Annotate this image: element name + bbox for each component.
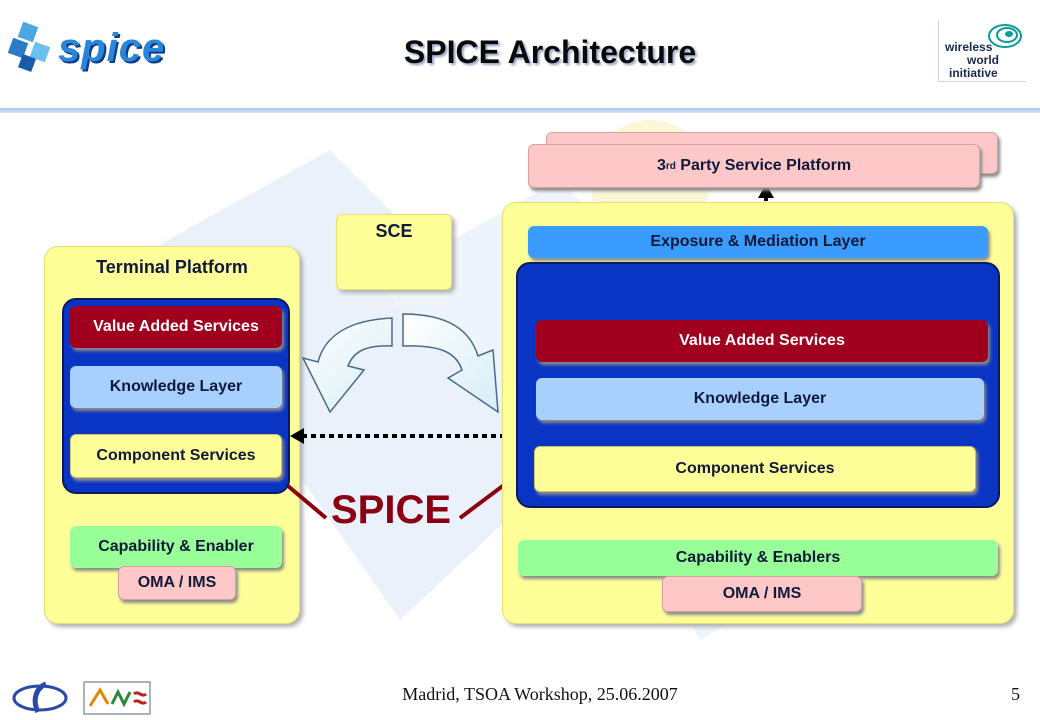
header-rule bbox=[0, 108, 1040, 113]
curved-arrow-left bbox=[301, 317, 393, 414]
curved-arrow-right bbox=[402, 313, 499, 414]
spice-pointer-left bbox=[286, 484, 328, 520]
spice-logo-icon bbox=[8, 22, 51, 72]
footer-logos bbox=[12, 681, 151, 715]
spice-logo-text: spice bbox=[58, 26, 166, 70]
exposure-arrowhead-up bbox=[758, 184, 774, 198]
terminal-platform-title: Terminal Platform bbox=[96, 256, 248, 277]
page-number: 5 bbox=[1011, 684, 1020, 704]
sce-label: SCE bbox=[375, 220, 413, 241]
sce-box bbox=[336, 214, 452, 290]
spice-logo: spice bbox=[8, 22, 198, 76]
third-party-num: 3 bbox=[656, 157, 666, 174]
wireless-world-line-2: world bbox=[967, 53, 999, 67]
terminal-oma-ims: OMA / IMS bbox=[118, 566, 236, 600]
network-knowledge-layer: Knowledge Layer bbox=[536, 378, 984, 420]
exposure-mediation-layer: Exposure & Mediation Layer bbox=[528, 226, 988, 258]
network-oma-ims: OMA / IMS bbox=[662, 576, 862, 612]
network-value-added-services: Value Added Services bbox=[536, 320, 988, 362]
footer-chart-icon bbox=[83, 681, 151, 715]
terminal-component-services: Component Services bbox=[70, 434, 282, 478]
footer-logo-icon bbox=[12, 681, 68, 714]
terminal-value-added-services: Value Added Services bbox=[70, 306, 282, 348]
third-party-sup: rd bbox=[665, 160, 676, 172]
network-component-services: Component Services bbox=[534, 446, 976, 492]
link-arrowhead-left bbox=[290, 428, 304, 444]
wireless-world-line-1: wireless bbox=[945, 40, 993, 54]
footer-text: Madrid, TSOA Workshop, 25.06.2007 bbox=[402, 684, 678, 704]
terminal-knowledge-layer: Knowledge Layer bbox=[70, 366, 282, 408]
network-capability-enablers: Capability & Enablers bbox=[518, 540, 998, 576]
wireless-world-logo: wireless world initiative bbox=[938, 20, 1026, 82]
wireless-world-line-3: initiative bbox=[949, 66, 998, 80]
page-title: SPICE Architecture bbox=[403, 34, 697, 70]
spice-label: SPICE bbox=[330, 488, 452, 532]
terminal-capability-enabler: Capability & Enabler bbox=[70, 526, 282, 568]
third-party-text: Party Service Platform bbox=[675, 157, 852, 174]
wireless-world-logo-icon bbox=[988, 24, 1022, 48]
